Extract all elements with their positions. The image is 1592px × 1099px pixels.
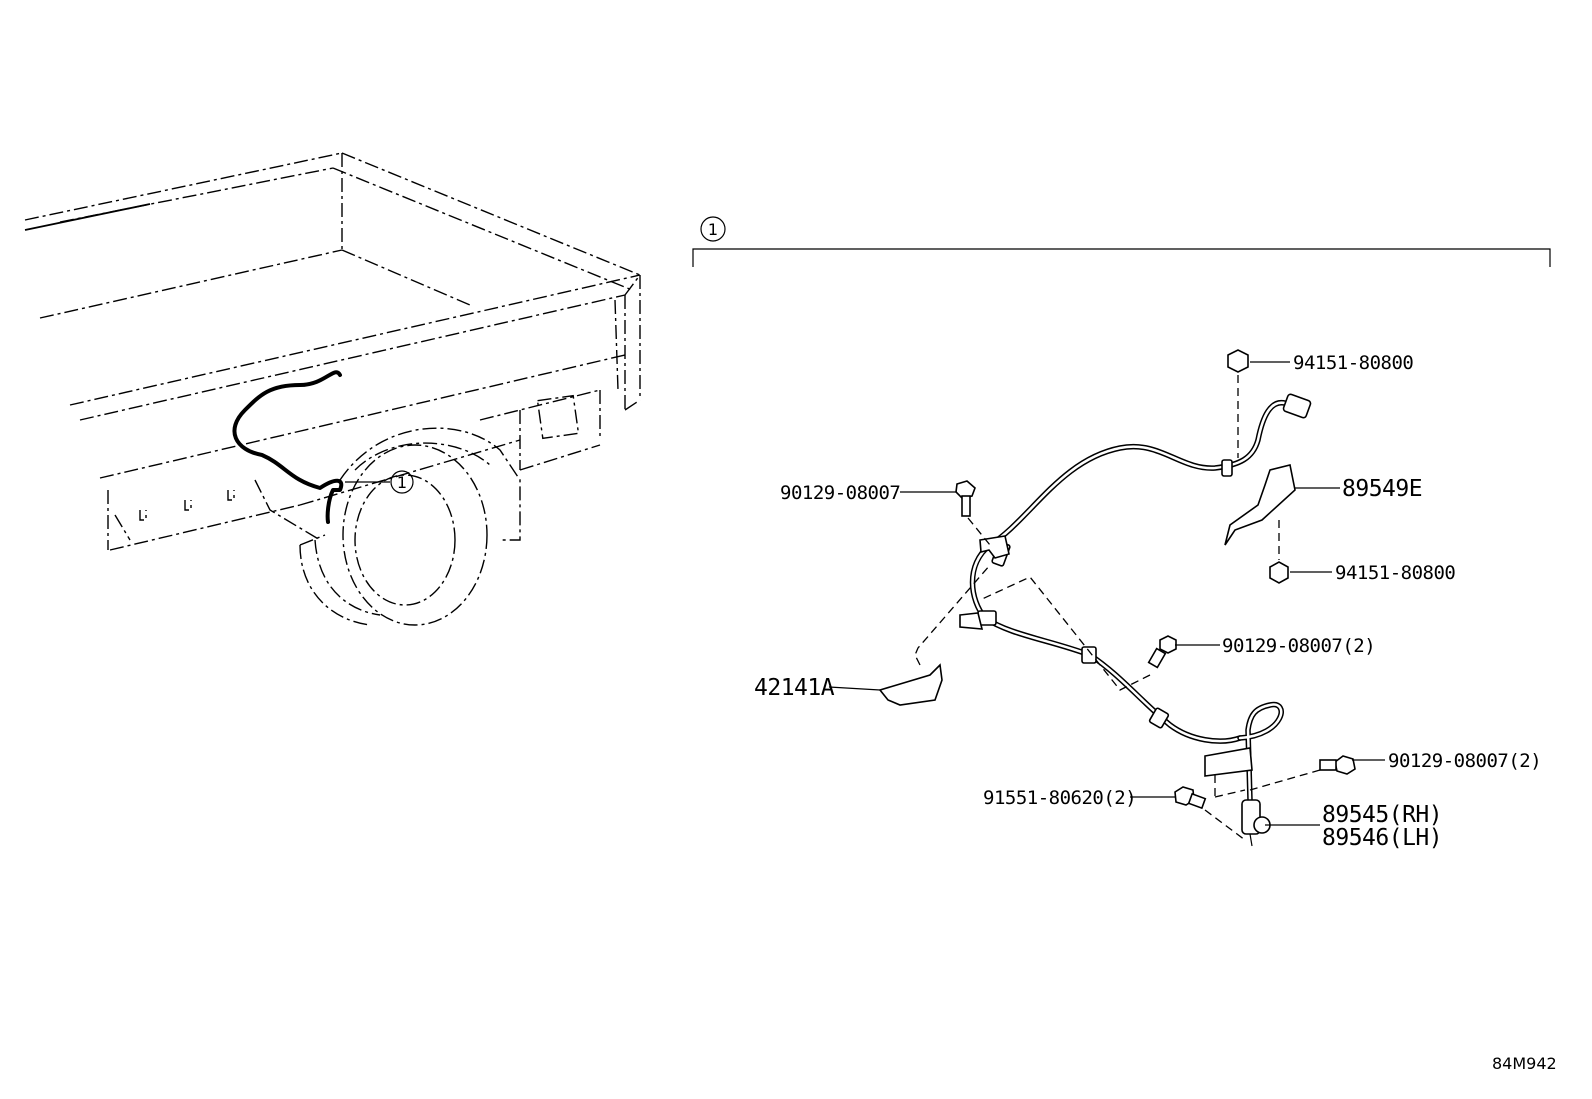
assembly-bracket-line <box>692 248 1551 267</box>
callout-circle-assembly <box>700 216 726 242</box>
label-bolt-lower: 91551-80620(2) <box>983 787 1136 809</box>
nut-bottom <box>1269 520 1289 584</box>
label-bracket: 89549E <box>1342 476 1422 502</box>
part-labels: 94151-80800 89549E 94151-80800 90129-080… <box>754 352 1542 851</box>
exploded-view: 1 <box>692 216 1551 847</box>
callout-number-truck: 1 <box>397 473 407 492</box>
abs-sensor-cable <box>959 393 1312 847</box>
label-bolt-upper: 90129-08007 <box>780 482 900 504</box>
label-clamp: 42141A <box>754 675 835 701</box>
bolt-lower <box>1174 786 1246 841</box>
label-bolt-middle: 90129-08007(2) <box>1222 635 1375 657</box>
bolt-right <box>1249 755 1356 791</box>
callout-circle-truck <box>390 470 414 494</box>
harness-location <box>232 370 344 524</box>
truck-bed-illustration: 1 <box>24 152 641 626</box>
clamp-42141a <box>878 663 943 706</box>
label-nut-top: 94151-80800 <box>1293 352 1413 374</box>
callout-number-assembly: 1 <box>708 220 718 239</box>
label-nut-bottom: 94151-80800 <box>1335 562 1455 584</box>
leader-lines <box>828 361 1385 826</box>
bolt-upper <box>955 480 991 546</box>
reference-code: 84M942 <box>1492 1054 1557 1073</box>
nut-top <box>1227 349 1249 458</box>
label-sensor-lh: 89546(LH) <box>1322 825 1442 851</box>
bolt-middle <box>979 576 1177 691</box>
bracket-89549e <box>1224 464 1296 546</box>
label-bolt-right: 90129-08007(2) <box>1388 750 1541 772</box>
label-sensor-rh: 89545(RH) <box>1322 802 1442 828</box>
